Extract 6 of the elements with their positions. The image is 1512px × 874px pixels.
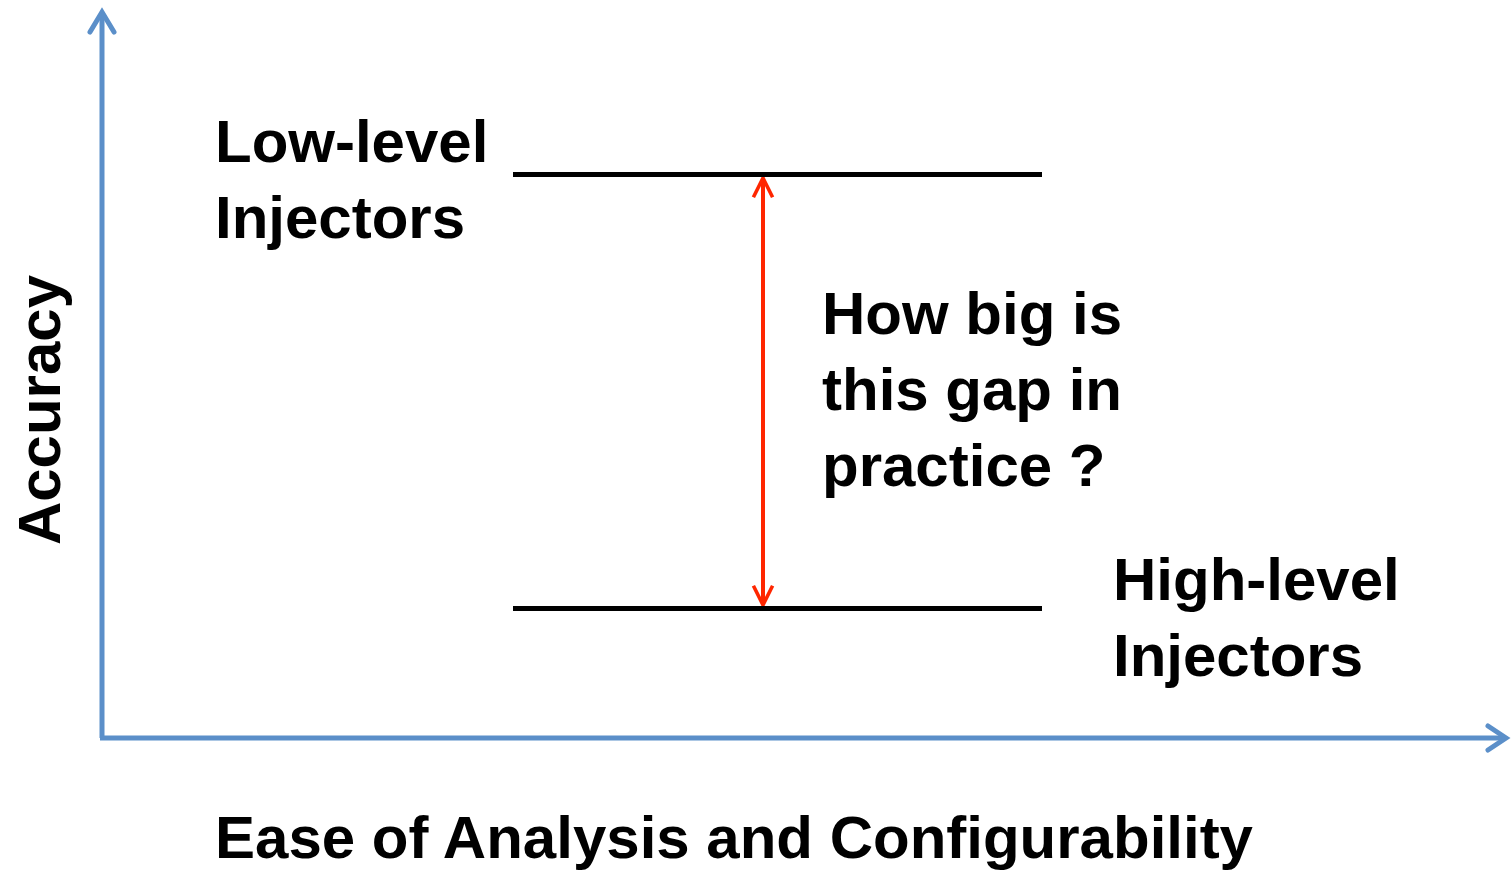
- axis-label: Ease of Analysis and Configurability: [215, 803, 1254, 873]
- axis-label: Accuracy: [5, 273, 74, 548]
- edge-label: How big is this gap in practice ?: [822, 279, 1123, 501]
- double-arrow: [751, 176, 775, 607]
- level-label: Low-level Injectors: [215, 107, 490, 253]
- level-label: High-level Injectors: [1113, 545, 1401, 691]
